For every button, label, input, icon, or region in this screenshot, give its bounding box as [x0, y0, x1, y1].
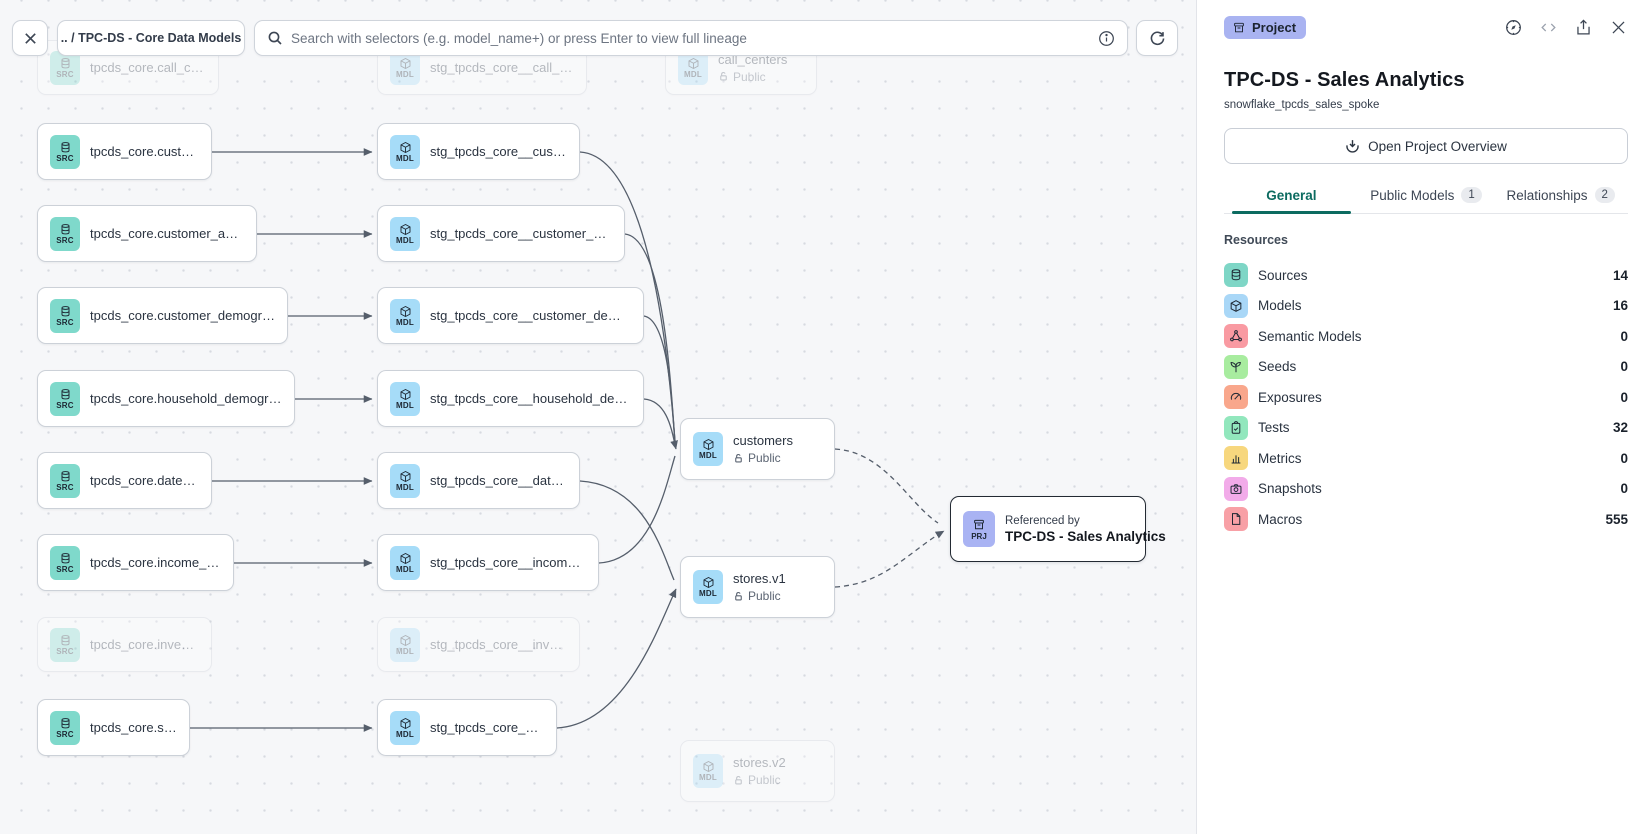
graph-node-mdl-stg-customer-address[interactable]: MDLstg_tpcds_core__customer_address — [377, 205, 625, 262]
graph-node-src-customer[interactable]: SRCtpcds_core.customer — [37, 123, 212, 180]
tab-public-models[interactable]: Public Models 1 — [1359, 181, 1494, 213]
resource-row-seeds: Seeds 0 — [1224, 352, 1628, 383]
resource-row-tests: Tests 32 — [1224, 413, 1628, 444]
search-icon — [267, 30, 283, 46]
src-node-icon: SRC — [50, 711, 80, 745]
refresh-lineage-button[interactable] — [1136, 20, 1178, 56]
prj-node-kicker: Referenced by — [1005, 515, 1133, 527]
tab-general[interactable]: General — [1224, 181, 1359, 213]
resource-row-metrics: Metrics 0 — [1224, 443, 1628, 474]
graph-node-mdl-stores-v2[interactable]: MDLstores.v2Public — [680, 740, 835, 802]
bar-chart-icon — [1224, 446, 1248, 470]
src-node-icon: SRC — [50, 299, 80, 333]
relationships-count-badge: 2 — [1595, 187, 1615, 203]
mdl-node-icon: MDL — [693, 754, 723, 788]
share-icon[interactable] — [1573, 18, 1593, 38]
mdl-node-icon: MDL — [390, 135, 420, 169]
close-lineage-button[interactable] — [12, 20, 48, 56]
resource-row-semantic-models: Semantic Models 0 — [1224, 321, 1628, 352]
panel-tabs: General Public Models 1 Relationships 2 — [1224, 181, 1628, 214]
src-node-icon: SRC — [50, 382, 80, 416]
mdl-node-icon: MDL — [390, 711, 420, 745]
graph-node-referenced-project[interactable]: PRJ Referenced by TPC-DS - Sales Analyti… — [950, 496, 1146, 562]
cube-icon — [1224, 294, 1248, 318]
file-icon — [1224, 507, 1248, 531]
breadcrumb[interactable]: .. / TPC-DS - Core Data Models — [57, 20, 245, 56]
src-node-icon: SRC — [50, 464, 80, 498]
lineage-search — [254, 20, 1128, 56]
gauge-icon — [1224, 385, 1248, 409]
clipboard-check-icon — [1224, 416, 1248, 440]
semantic-graph-icon — [1224, 324, 1248, 348]
mdl-node-icon: MDL — [693, 432, 723, 466]
mdl-node-icon: MDL — [390, 546, 420, 580]
resource-row-snapshots: Snapshots 0 — [1224, 474, 1628, 505]
open-project-overview-button[interactable]: Open Project Overview — [1224, 128, 1628, 164]
project-badge-label: Project — [1252, 20, 1296, 35]
src-node-icon: SRC — [50, 628, 80, 662]
tab-relationships[interactable]: Relationships 2 — [1493, 181, 1628, 213]
project-details-panel: Project TPC-DS - Sales Analytics snowfla… — [1196, 0, 1648, 834]
graph-node-mdl-stg-income-band[interactable]: MDLstg_tpcds_core__income_band — [377, 534, 599, 591]
graph-node-mdl-customers[interactable]: MDLcustomersPublic — [680, 418, 835, 480]
src-node-icon: SRC — [50, 135, 80, 169]
prj-node-label: TPC-DS - Sales Analytics — [1005, 529, 1133, 544]
panel-title: TPC-DS - Sales Analytics — [1224, 69, 1628, 92]
public-access-label: Public — [718, 70, 787, 84]
graph-node-src-household-demographics[interactable]: SRCtpcds_core.household_demographics — [37, 370, 295, 427]
mdl-node-icon: MDL — [390, 217, 420, 251]
graph-node-mdl-stores-v1[interactable]: MDLstores.v1Public — [680, 556, 835, 618]
public-models-count-badge: 1 — [1461, 187, 1481, 203]
close-icon — [23, 31, 38, 46]
graph-node-src-store[interactable]: SRCtpcds_core.store — [37, 699, 190, 756]
public-access-label: Public — [733, 451, 793, 465]
breadcrumb-label: .. / TPC-DS - Core Data Models — [61, 31, 242, 45]
resource-row-sources: Sources 14 — [1224, 260, 1628, 291]
mdl-node-icon: MDL — [390, 299, 420, 333]
public-access-label: Public — [733, 773, 786, 787]
open-overview-icon — [1345, 139, 1360, 154]
seedling-icon — [1224, 355, 1248, 379]
mdl-node-icon: MDL — [390, 628, 420, 662]
search-input[interactable] — [291, 31, 1090, 46]
graph-node-src-customer-address[interactable]: SRCtpcds_core.customer_address — [37, 205, 257, 262]
open-overview-label: Open Project Overview — [1368, 139, 1507, 154]
graph-node-src-income-band[interactable]: SRCtpcds_core.income_band — [37, 534, 234, 591]
database-icon — [1224, 263, 1248, 287]
mdl-node-icon: MDL — [390, 382, 420, 416]
mdl-node-icon: MDL — [390, 464, 420, 498]
public-access-label: Public — [733, 589, 786, 603]
resources-list: Sources 14 Models 16 Semantic Models 0 S… — [1224, 260, 1628, 535]
resources-heading: Resources — [1224, 233, 1628, 247]
graph-node-mdl-stg-customer-demographics[interactable]: MDLstg_tpcds_core__customer_demogra… — [377, 287, 644, 344]
explore-compass-icon[interactable] — [1503, 18, 1523, 38]
resource-row-models: Models 16 — [1224, 291, 1628, 322]
graph-node-mdl-stg-date-dim[interactable]: MDLstg_tpcds_core__date_dim — [377, 452, 580, 509]
graph-node-mdl-stg-customer[interactable]: MDLstg_tpcds_core__customer — [377, 123, 580, 180]
graph-node-mdl-stg-store[interactable]: MDLstg_tpcds_core__store — [377, 699, 557, 756]
graph-node-src-inventory[interactable]: SRCtpcds_core.inventory — [37, 617, 212, 672]
graph-node-src-date-dim[interactable]: SRCtpcds_core.date_dim — [37, 452, 212, 509]
panel-subtitle: snowflake_tpcds_sales_spoke — [1224, 99, 1628, 111]
project-icon — [1232, 21, 1246, 35]
refresh-icon — [1149, 30, 1166, 47]
src-node-icon: SRC — [50, 217, 80, 251]
mdl-node-icon: MDL — [693, 570, 723, 604]
camera-icon — [1224, 477, 1248, 501]
src-node-icon: SRC — [50, 546, 80, 580]
info-icon[interactable] — [1098, 30, 1115, 47]
resource-row-exposures: Exposures 0 — [1224, 382, 1628, 413]
code-icon[interactable] — [1538, 18, 1558, 38]
project-node-icon: PRJ — [963, 511, 995, 547]
graph-node-mdl-stg-inventory[interactable]: MDLstg_tpcds_core__inventory — [377, 617, 580, 672]
close-panel-icon[interactable] — [1608, 18, 1628, 38]
graph-node-src-customer-demographics[interactable]: SRCtpcds_core.customer_demographics — [37, 287, 288, 344]
project-type-badge: Project — [1224, 16, 1306, 39]
graph-node-mdl-stg-household-demographics[interactable]: MDLstg_tpcds_core__household_demogr… — [377, 370, 644, 427]
lineage-canvas[interactable]: SRCtpcds_core.call_centerMDLstg_tpcds_co… — [0, 0, 1196, 834]
resource-row-macros: Macros 555 — [1224, 504, 1628, 535]
